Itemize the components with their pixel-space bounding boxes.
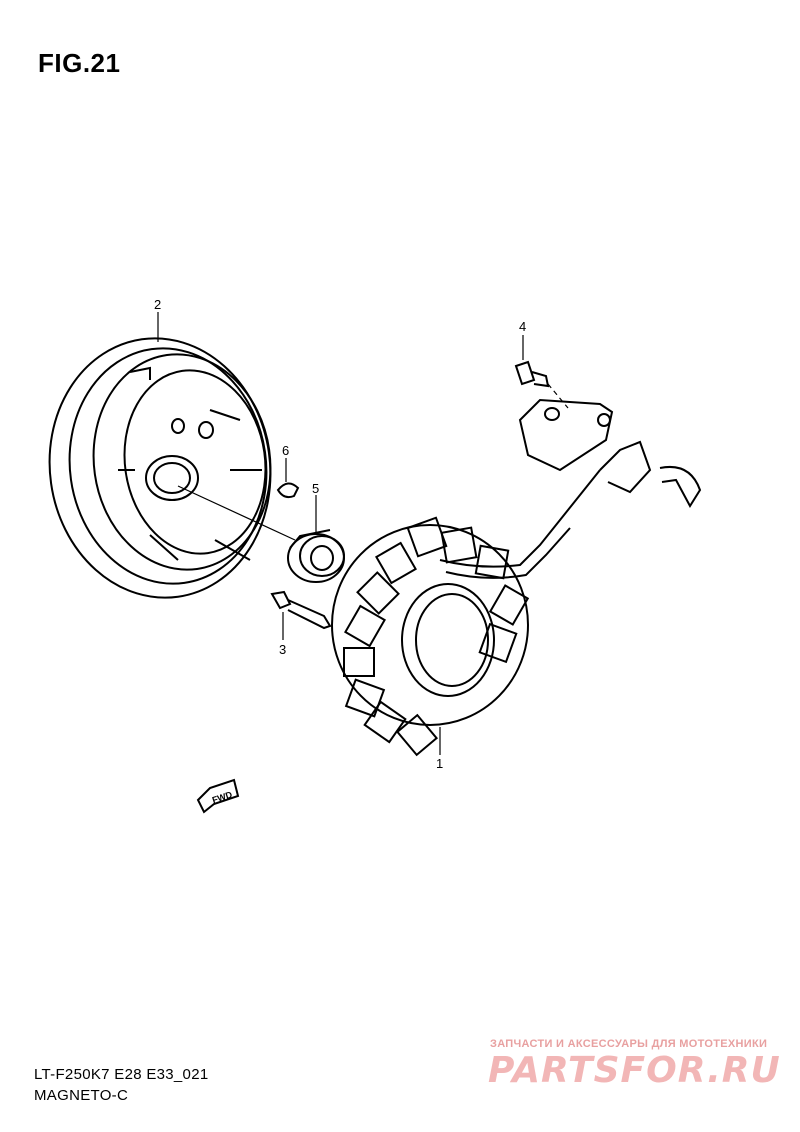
callout-2: 2: [154, 297, 161, 312]
watermark-logo: PARTSFOR.RU: [488, 1050, 781, 1091]
callout-1: 1: [436, 756, 443, 771]
rotor-flywheel: [48, 337, 272, 599]
diagram-name: MAGNETO-C: [34, 1087, 129, 1104]
pickup-screw: [514, 360, 550, 388]
pickup-coil: [518, 398, 702, 508]
callout-6: 6: [282, 443, 289, 458]
fwd-badge: FWD: [196, 778, 240, 814]
callout-4: 4: [519, 319, 526, 334]
watermark-tagline: ЗАПЧАСТИ И АКСЕССУАРЫ ДЛЯ МОТОТЕХНИКИ: [490, 1038, 768, 1050]
stator-coil: [331, 469, 601, 757]
figure-title: FIG.21: [38, 48, 121, 78]
rotor-nut: [287, 529, 345, 583]
rotor-bolt: [270, 590, 332, 630]
callout-5: 5: [312, 481, 319, 496]
diagram-code: LT-F250K7 E28 E33_021: [34, 1066, 209, 1083]
callout-3: 3: [279, 642, 286, 657]
woodruff-key: [276, 482, 300, 499]
leader-lines: [157, 312, 569, 755]
